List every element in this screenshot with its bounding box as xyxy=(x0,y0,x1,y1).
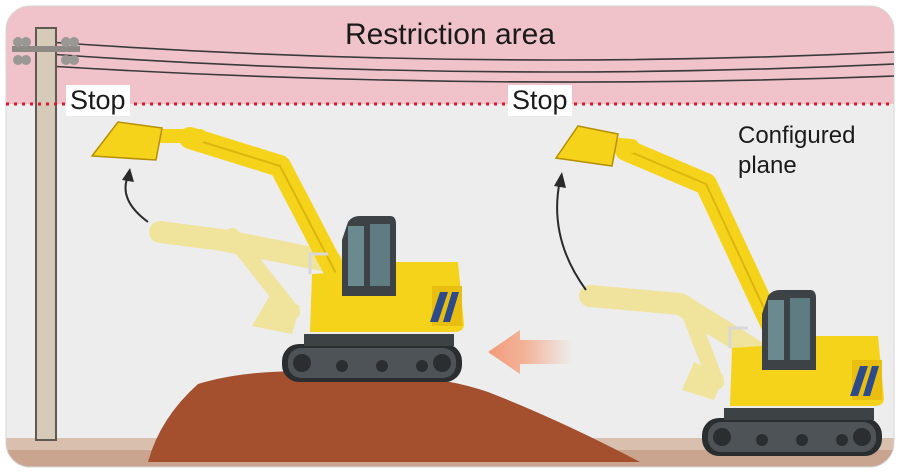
stop-label-left: Stop xyxy=(66,85,130,117)
restriction-area-label: Restriction area xyxy=(344,18,556,51)
right-arm-ghost xyxy=(579,285,781,400)
right-arm-raised xyxy=(554,125,801,375)
right-swing-arrow xyxy=(556,179,587,291)
soil-mound xyxy=(148,371,640,462)
stop-label-right: Stop xyxy=(508,85,572,117)
utility-pole xyxy=(12,27,80,441)
left-arm-ghost xyxy=(149,221,343,334)
direction-arrow xyxy=(488,330,572,374)
configured-plane-label: Configured plane xyxy=(738,122,856,179)
